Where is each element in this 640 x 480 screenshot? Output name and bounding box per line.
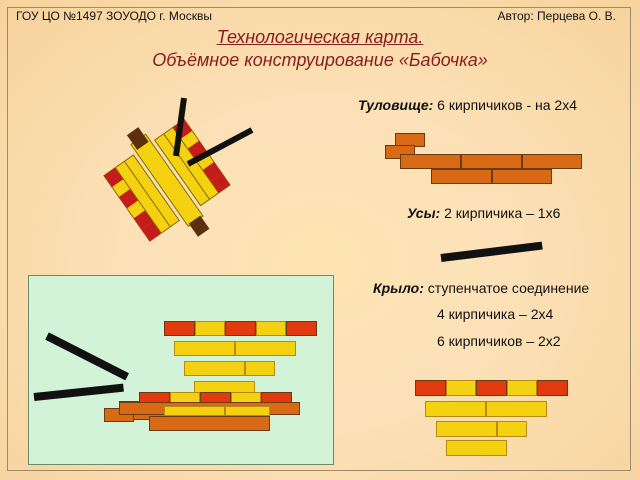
wing-brick — [415, 380, 446, 396]
wing-brick — [486, 401, 547, 417]
wing-info: Крыло: ступенчатое соединение — [373, 280, 589, 296]
assembly-brick — [195, 321, 225, 336]
slide-frame — [7, 7, 631, 471]
assembly-brick — [256, 321, 286, 336]
slide-subtitle: Объёмное конструирование «Бабочка» — [152, 50, 488, 70]
assembly-brick — [245, 361, 275, 376]
assembly-brick — [286, 321, 317, 336]
wing-brick — [446, 440, 507, 456]
body-brick — [492, 169, 552, 184]
wing-brick — [537, 380, 568, 396]
wing-brick — [507, 380, 537, 396]
assembly-antenna — [33, 383, 124, 401]
wing-brick — [436, 421, 497, 437]
body-text: 6 кирпичиков - на 2х4 — [433, 97, 578, 113]
assembly-brick — [174, 341, 235, 356]
body-brick — [431, 169, 492, 184]
wing-text: ступенчатое соединение — [423, 280, 590, 296]
antennae-label: Усы: — [407, 205, 441, 221]
assembly-brick — [164, 321, 195, 336]
assembly-diagram-panel — [28, 275, 334, 465]
wing-brick — [476, 380, 507, 396]
assembly-antenna — [45, 332, 130, 381]
body-brick — [522, 154, 582, 169]
body-info: Туловище: 6 кирпичиков - на 2х4 — [358, 97, 577, 113]
wing-line-2x4: 4 кирпичика – 2х4 — [437, 306, 554, 322]
body-brick — [400, 154, 461, 169]
wing-line-2x2: 6 кирпичиков – 2х2 — [437, 333, 561, 349]
wing-brick — [497, 421, 527, 437]
assembly-brick — [225, 321, 256, 336]
antennae-text: 2 кирпичика – 1х6 — [440, 205, 561, 221]
author-name: Автор: Перцева О. В. — [497, 9, 616, 23]
slide-title: Технологическая карта. — [216, 27, 424, 47]
assembly-brick — [149, 416, 270, 431]
butterfly-photo — [103, 97, 254, 242]
wing-label: Крыло: — [373, 280, 424, 296]
body-label: Туловище: — [358, 97, 434, 113]
wing-brick — [425, 401, 486, 417]
wing-brick — [446, 380, 476, 396]
assembly-brick — [164, 406, 225, 416]
school-name: ГОУ ЦО №1497 ЗОУОДО г. Москвы — [16, 9, 212, 23]
assembly-brick — [184, 361, 245, 376]
body-brick — [461, 154, 522, 169]
assembly-brick — [235, 341, 296, 356]
antennae-info: Усы: 2 кирпичика – 1х6 — [407, 205, 560, 221]
assembly-brick — [225, 406, 270, 416]
